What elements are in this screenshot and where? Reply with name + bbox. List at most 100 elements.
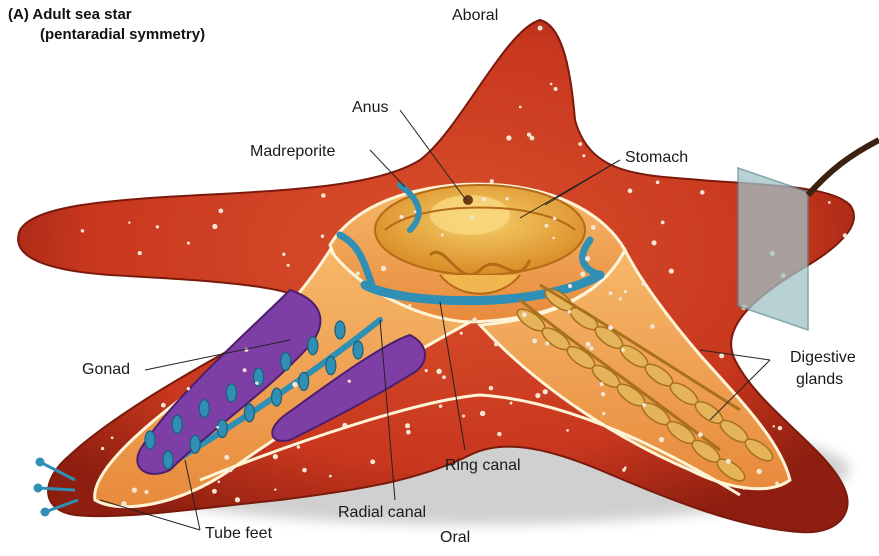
skin-spine — [624, 290, 627, 293]
skin-spine — [568, 284, 572, 288]
skin-spine — [302, 468, 307, 473]
skin-spine — [101, 447, 104, 450]
ampulla — [299, 372, 309, 390]
ampulla — [226, 384, 236, 402]
ampulla — [145, 431, 155, 449]
skin-spine — [726, 459, 731, 464]
skin-spine — [212, 224, 217, 229]
skin-spine — [601, 392, 605, 396]
panel-title: (A) Adult sea star — [8, 6, 132, 25]
skin-spine — [585, 256, 590, 261]
skin-spine — [297, 445, 300, 448]
skin-spine — [651, 240, 656, 245]
skin-spine — [538, 26, 543, 31]
skin-spine — [506, 135, 511, 140]
label-tube-feet: Tube feet — [205, 526, 272, 542]
skin-spine — [586, 342, 591, 347]
skin-spine — [255, 381, 258, 384]
ampulla — [199, 400, 209, 418]
skin-spine — [81, 229, 84, 232]
label-stomach: Stomach — [625, 150, 688, 166]
skin-spine — [757, 469, 762, 474]
skin-spine — [552, 237, 555, 240]
ampulla — [190, 435, 200, 453]
label-aboral: Aboral — [452, 8, 498, 24]
skin-spine — [719, 353, 724, 358]
skin-spine — [543, 389, 548, 394]
section-plate — [738, 140, 879, 330]
skin-spine — [370, 459, 375, 464]
skin-spine — [553, 217, 557, 221]
skin-spine — [321, 234, 324, 237]
skin-spine — [628, 189, 633, 194]
skin-spine — [121, 501, 126, 506]
skin-spine — [642, 282, 646, 286]
skin-spine — [409, 304, 412, 307]
skin-spine — [522, 312, 527, 317]
skin-spine — [700, 190, 705, 195]
ampulla — [272, 388, 282, 406]
skin-spine — [554, 87, 558, 91]
skin-spine — [235, 497, 240, 502]
label-ring-canal: Ring canal — [445, 458, 521, 474]
skin-spine — [405, 423, 410, 428]
skin-spine — [775, 481, 779, 485]
label-digestive-glands-2: glands — [796, 372, 843, 388]
skin-spine — [600, 382, 604, 386]
skin-spine — [580, 272, 585, 277]
skin-spine — [472, 318, 477, 323]
skin-spine — [273, 454, 278, 459]
skin-spine — [642, 403, 646, 407]
skin-spine — [619, 297, 622, 300]
skin-spine — [505, 197, 508, 200]
label-digestive-glands-1: Digestive — [790, 350, 856, 366]
skin-spine — [470, 215, 474, 219]
skin-spine — [608, 325, 613, 330]
ampulla — [353, 341, 363, 359]
skin-spine — [156, 225, 159, 228]
skin-spine — [439, 404, 443, 408]
skin-spine — [329, 475, 332, 478]
skin-spine — [442, 375, 446, 379]
skin-spine — [243, 368, 247, 372]
skin-spine — [145, 490, 149, 494]
skin-spine — [568, 310, 572, 314]
skin-spine — [550, 83, 553, 86]
skin-spine — [228, 467, 233, 472]
ampulla — [172, 415, 182, 433]
skin-spine — [589, 346, 593, 350]
anus-marker — [463, 195, 473, 205]
skin-spine — [661, 221, 665, 225]
skin-spine — [843, 233, 848, 238]
skin-spine — [187, 242, 190, 245]
skin-spine — [519, 106, 522, 109]
skin-spine — [480, 411, 485, 416]
skin-spine — [545, 341, 549, 345]
skin-spine — [224, 455, 229, 460]
skin-spine — [400, 215, 404, 219]
skin-spine — [462, 415, 465, 418]
skin-spine — [217, 481, 220, 484]
label-madreporite: Madreporite — [250, 144, 335, 160]
skin-spine — [778, 426, 782, 430]
skin-spine — [132, 488, 137, 493]
skin-spine — [356, 271, 360, 275]
skin-spine — [497, 432, 501, 436]
skin-spine — [602, 412, 605, 415]
ampulla — [217, 420, 227, 438]
skin-spine — [591, 225, 596, 230]
skin-spine — [111, 436, 114, 439]
skin-spine — [609, 291, 613, 295]
ampulla — [308, 337, 318, 355]
skin-spine — [622, 468, 626, 472]
skin-spine — [650, 324, 655, 329]
skin-spine — [212, 489, 217, 494]
skin-spine — [669, 269, 674, 274]
skin-spine — [282, 253, 285, 256]
skin-spine — [582, 154, 585, 157]
panel-subtitle: (pentaradial symmetry) — [40, 26, 205, 45]
ampulla — [244, 404, 254, 422]
skin-spine — [482, 197, 486, 201]
